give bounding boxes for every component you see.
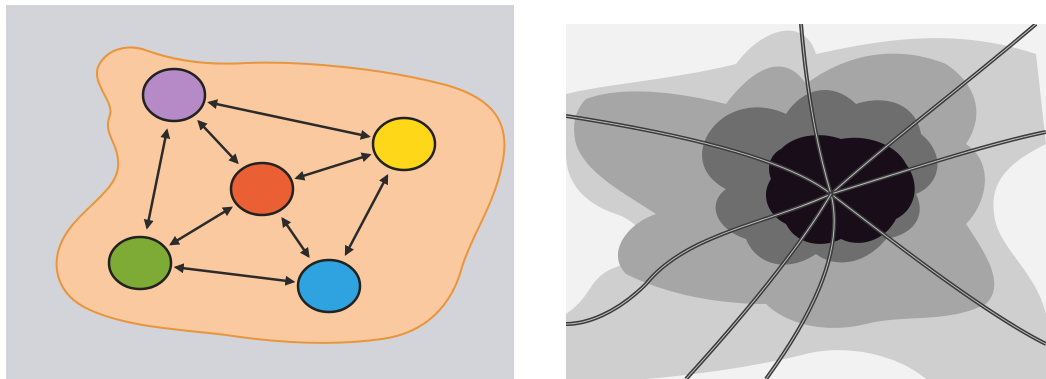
- density-map: [566, 24, 1046, 379]
- network-diagram: [6, 5, 514, 379]
- node-purple: [143, 69, 205, 121]
- density-map-panel: [566, 24, 1046, 379]
- node-blue: [298, 260, 360, 312]
- network-diagram-panel: [6, 5, 514, 379]
- node-green: [109, 237, 171, 289]
- node-red: [231, 163, 293, 215]
- node-yellow: [373, 118, 435, 170]
